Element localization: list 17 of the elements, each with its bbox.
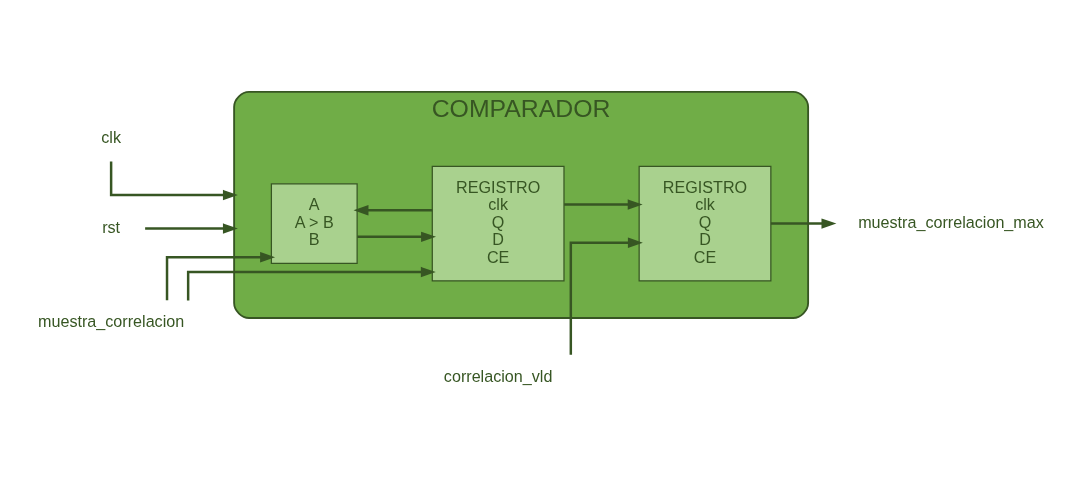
arrow [145,223,238,234]
node-box: REGISTRO clk Q D CE [638,165,772,282]
node-text: correlacion_vld [443,366,553,385]
arrow [770,218,837,229]
arrow [564,199,643,210]
node-text: clk [101,128,121,147]
arrow [109,161,238,201]
node-text: muestra_correlacion_max [858,212,1044,231]
arrow [353,205,433,216]
arrow [569,237,643,355]
node-text: muestra_correlacion [38,312,185,331]
arrow [357,231,436,243]
node-box: REGISTRO clk Q D CE [431,165,565,282]
arrow [186,266,436,301]
node-box: A A > B B [270,183,358,264]
node-text: rst [102,217,121,236]
arrow [165,251,276,301]
